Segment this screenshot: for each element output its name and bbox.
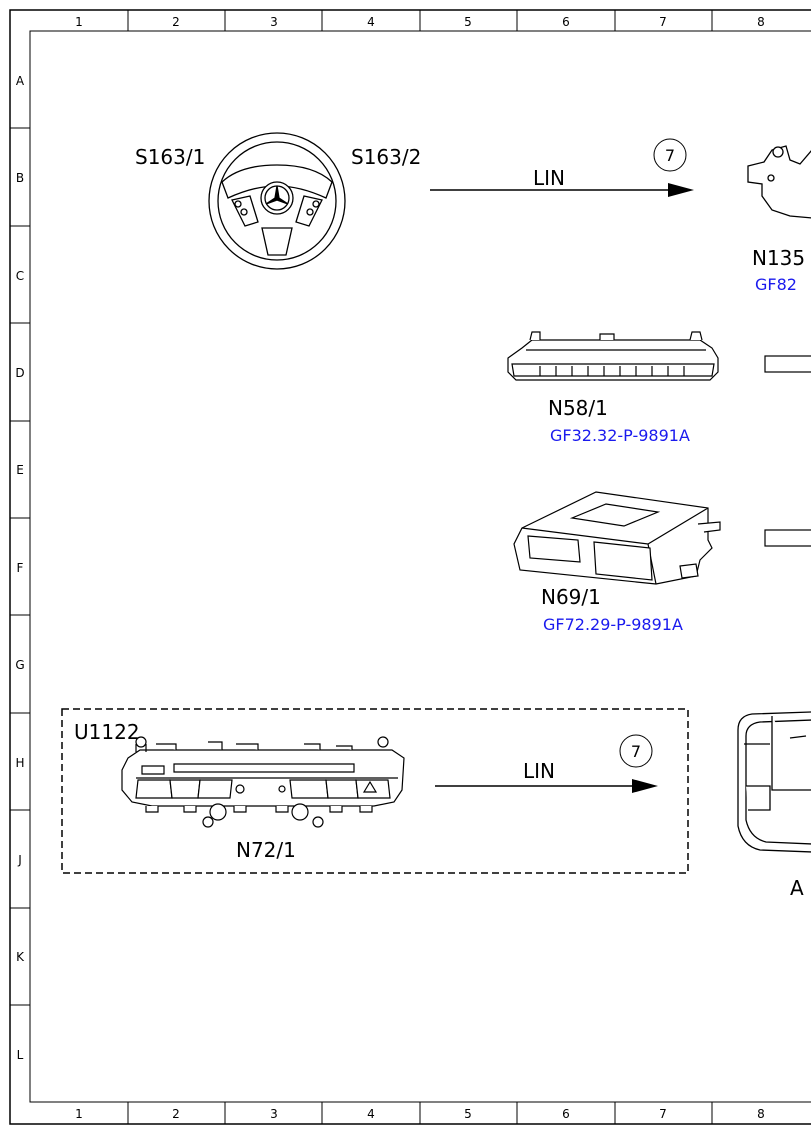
n58-module-illustration <box>507 331 719 381</box>
n72-control-panel-illustration <box>121 736 405 828</box>
doc-link-n135[interactable]: GF82 <box>755 275 797 294</box>
part-label-n58-1: N58/1 <box>548 396 608 420</box>
col-number: 8 <box>757 15 765 29</box>
n135-module-illustration <box>747 145 811 219</box>
bus-label-lin: LIN <box>523 759 555 783</box>
row-letter: J <box>17 853 22 867</box>
bus-label-lin: LIN <box>533 166 565 190</box>
col-number: 5 <box>464 15 472 29</box>
col-number: 4 <box>367 15 375 29</box>
col-number: 2 <box>172 15 180 29</box>
col-number: 3 <box>270 15 278 29</box>
part-label-u1122: U1122 <box>74 720 140 744</box>
row-letters: A B C D E F G H J K L <box>15 74 25 1062</box>
part-label-s163-2: S163/2 <box>351 145 421 169</box>
row-letter: B <box>16 171 24 185</box>
doc-link-n58-1[interactable]: GF32.32-P-9891A <box>550 426 690 445</box>
col-number: 6 <box>562 15 570 29</box>
inner-frame <box>29 30 811 1103</box>
part-label-a: A <box>790 876 804 900</box>
node-number: 7 <box>631 742 641 761</box>
col-number: 8 <box>757 1107 765 1121</box>
part-label-n135: N135 <box>752 246 805 270</box>
part-label-s163-1: S163/1 <box>135 145 205 169</box>
part-label-n72-1: N72/1 <box>236 838 296 862</box>
col-number: 7 <box>659 15 667 29</box>
part-label-n69-1: N69/1 <box>541 585 601 609</box>
row-dividers <box>10 127 30 1006</box>
a-display-illustration <box>737 711 811 853</box>
column-numbers-bottom: 1 2 3 4 5 6 7 8 <box>75 1107 765 1121</box>
col-number: 5 <box>464 1107 472 1121</box>
row-letter: L <box>17 1048 24 1062</box>
connector-stub <box>764 529 811 547</box>
col-number: 7 <box>659 1107 667 1121</box>
col-number: 3 <box>270 1107 278 1121</box>
doc-link-n69-1[interactable]: GF72.29-P-9891A <box>543 615 683 634</box>
row-letter: G <box>15 658 24 672</box>
column-numbers-top: 1 2 3 4 5 6 7 8 <box>75 15 765 29</box>
row-letter: A <box>16 74 25 88</box>
row-letter: H <box>15 756 24 770</box>
u1122-group-box <box>61 708 689 874</box>
lin-connection-1: LIN 7 <box>430 138 694 197</box>
connector-stub <box>764 355 811 373</box>
col-number: 4 <box>367 1107 375 1121</box>
lin-connection-2: LIN 7 <box>435 734 658 793</box>
node-number: 7 <box>665 146 675 165</box>
row-letter: D <box>15 366 24 380</box>
column-dividers <box>127 10 713 1124</box>
col-number: 6 <box>562 1107 570 1121</box>
row-letter: K <box>16 950 25 964</box>
col-number: 2 <box>172 1107 180 1121</box>
col-number: 1 <box>75 15 83 29</box>
steering-wheel-illustration <box>208 132 346 270</box>
n69-module-illustration <box>513 491 721 585</box>
col-number: 1 <box>75 1107 83 1121</box>
row-letter: C <box>16 269 24 283</box>
row-letter: F <box>17 561 24 575</box>
row-letter: E <box>16 463 24 477</box>
